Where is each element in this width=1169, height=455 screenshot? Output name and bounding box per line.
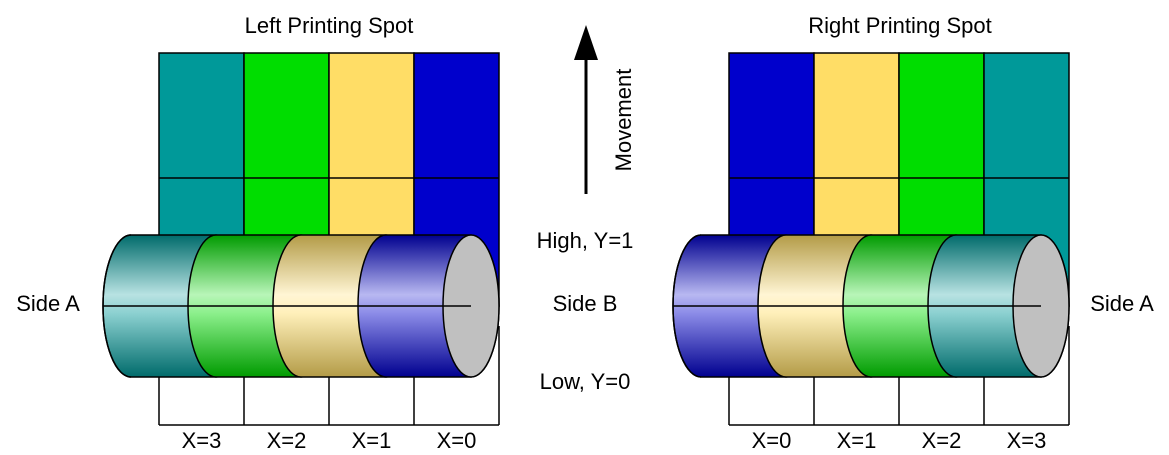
movement-label: Movement xyxy=(611,69,636,172)
x-label: X=1 xyxy=(352,428,392,453)
right-roller xyxy=(672,234,1070,378)
x-label: X=0 xyxy=(437,428,477,453)
x-label: X=1 xyxy=(837,428,877,453)
right-x-labels: X=0 X=1 X=2 X=3 xyxy=(752,428,1047,453)
high-level-label: High, Y=1 xyxy=(537,228,634,253)
left-printing-spot: X=3 X=2 X=1 X=0 xyxy=(102,52,500,453)
x-label: X=0 xyxy=(752,428,792,453)
x-label: X=2 xyxy=(922,428,962,453)
x-label: X=2 xyxy=(267,428,307,453)
side-a-left-label: Side A xyxy=(16,291,80,316)
low-level-label: Low, Y=0 xyxy=(540,369,631,394)
x-label: X=3 xyxy=(1007,428,1047,453)
side-a-right-label: Side A xyxy=(1090,291,1154,316)
left-spot-title: Left Printing Spot xyxy=(245,13,414,38)
left-x-labels: X=3 X=2 X=1 X=0 xyxy=(182,428,477,453)
right-spot-title: Right Printing Spot xyxy=(808,13,991,38)
side-b-label: Side B xyxy=(553,291,618,316)
x-label: X=3 xyxy=(182,428,222,453)
movement-arrow-icon xyxy=(574,25,598,194)
left-roller xyxy=(102,234,500,378)
right-printing-spot: X=0 X=1 X=2 X=3 xyxy=(672,52,1070,453)
